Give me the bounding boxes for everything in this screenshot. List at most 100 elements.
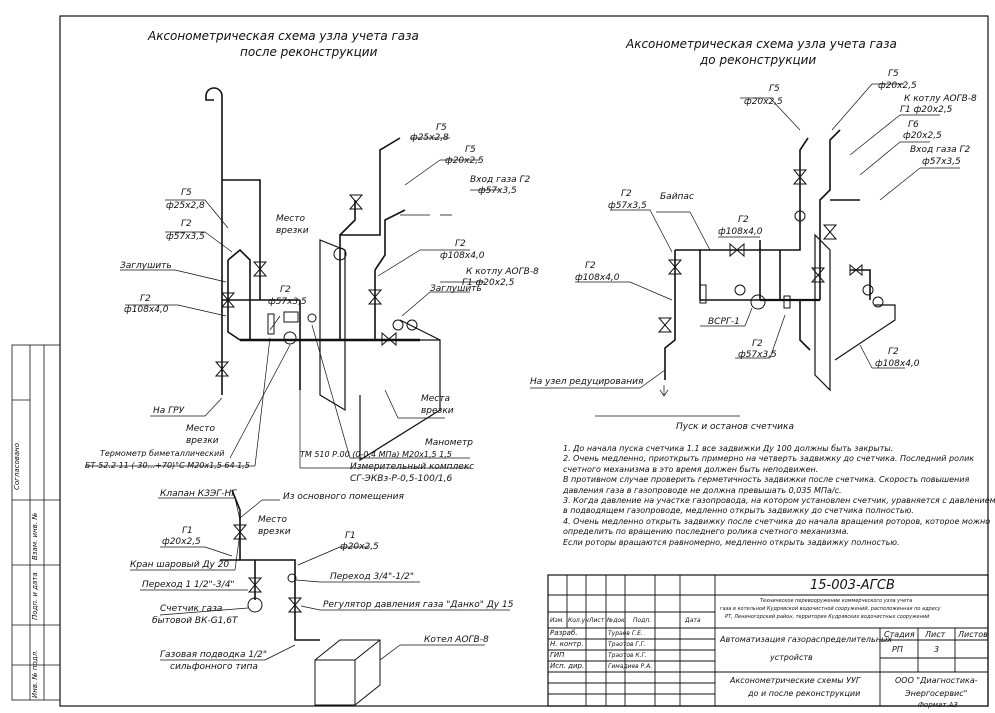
label-k-kotlu-g1: Г1 ф20х2,5 (462, 278, 515, 288)
scheme-boiler (220, 489, 381, 706)
label-g2-left-size: ф57х3,5 (166, 232, 205, 242)
title-after-line1: Аксонометрическая схема узла учета газа (148, 29, 419, 43)
tb-drawing-2: до и после реконструкции (748, 689, 861, 698)
leaders-before (530, 83, 960, 417)
label-vhod: Вход газа Г2 (470, 175, 531, 185)
procedure-line: в подводящем газопроводе, медленно откры… (563, 506, 914, 516)
label-g1-left: Г1 (182, 526, 193, 536)
label-podvodka-type: сильфонного типа (170, 662, 258, 672)
procedure-line: В противном случае проверить герметичнос… (563, 475, 970, 485)
tb-stage: РП (892, 645, 903, 654)
stamp-vzam: Взам. инв. № (31, 512, 39, 560)
label-podvodka: Газовая подводка 1/2" (160, 650, 267, 660)
label-g2-left: Г2 (181, 219, 192, 229)
label-mesto-b-a: Место (258, 515, 287, 525)
label-mesto1-a: Место (276, 214, 305, 224)
valves-after (214, 194, 418, 377)
label-perehod2: Переход 3/4"-1/2" (330, 572, 414, 582)
label-perehod1: Переход 1 1/2"-3/4" (142, 580, 235, 590)
procedure-line: 2. Очень медленно, приоткрыть примерно н… (563, 454, 975, 464)
label-kran: Кран шаровый Ду 20 (130, 560, 230, 570)
label-r-g5b: Г5 (888, 69, 899, 79)
label-mesto2-b: врезки (186, 436, 219, 446)
procedure-line: 4. Очень медленно открыть задвижку после… (563, 516, 991, 526)
label-g2-108-right-size: ф108х4,0 (440, 251, 485, 261)
scheme-before (664, 129, 896, 392)
label-r-k-kotlu: К котлу АОГВ-8 (904, 94, 977, 104)
tb-drawing-1: Аксонометрические схемы УУГ (730, 676, 861, 685)
label-na-gru: На ГРУ (153, 406, 185, 416)
label-r-g5a-size: ф20х2,5 (744, 97, 783, 107)
tb-header-podp: Подп. (633, 617, 652, 624)
label-bypass: Байпас (660, 192, 694, 202)
side-stamp-frame (11, 344, 61, 701)
label-g5: Г5 (436, 123, 447, 133)
label-mesto3-b: врезки (421, 406, 454, 416)
label-g1-right-size: ф20х2,5 (340, 542, 379, 552)
tb-name: Траотов К.Г. (608, 652, 647, 659)
valves-before (657, 169, 884, 333)
leaders-boiler (130, 497, 510, 661)
procedure-line: счетного механизма в это время должен бы… (563, 464, 819, 474)
scheme-after (205, 87, 452, 462)
label-kompleks: Измерительный комплекс (350, 462, 475, 472)
label-g1-left-size: ф20х2,5 (162, 537, 201, 547)
label-g2-mid-size: ф57х3,5 (268, 297, 307, 307)
label-kompleks-spec: СГ-ЭКВз-Р-0,5-100/1,6 (350, 474, 453, 484)
stamp-soglasovano: Согласовано (13, 442, 21, 490)
tb-role: Исп. дир. (550, 662, 585, 670)
tb-sheets-label: Листов (958, 630, 988, 639)
tb-header-koluch: Кол.уч (568, 617, 589, 624)
label-kotel: Котел АОГВ-8 (424, 635, 489, 645)
title-block-frame (547, 574, 989, 707)
label-regulator: Регулятор давления газа "Данко" Ду 15 (323, 600, 514, 610)
tb-role: ГИП (550, 651, 565, 659)
label-g5-b: Г5 (465, 145, 476, 155)
tb-format: Формат А3 (918, 701, 958, 709)
label-g2-108-left-size: ф108х4,0 (124, 305, 169, 315)
label-manometr-spec: ТМ 510 Р.00 (0-0,4 МПа) М20х1,5 1,5 (300, 450, 452, 459)
label-r-g6-size: ф20х2,5 (903, 131, 942, 141)
tb-stage-label: Стадия (884, 630, 915, 639)
tb-header-izm: Изм. (550, 617, 565, 624)
label-r-g2-108-left-size: ф108х4,0 (575, 273, 620, 283)
label-schetchik: Счетчик газа (160, 604, 223, 614)
label-schetchik-model: бытовой ВК-G1,6Т (152, 616, 238, 626)
label-r-g2-108-right-size: ф108х4,0 (875, 359, 920, 369)
label-zaglushka-right: Заглушить (430, 284, 482, 294)
label-na-uzel: На узел редуцирования (530, 377, 644, 387)
tb-org-2: Энергосервис" (905, 689, 968, 698)
title-before-line1: Аксонометрическая схема узла учета газа (626, 37, 897, 51)
label-r-g2-108-top-size: ф108х4,0 (718, 227, 763, 237)
label-klapan: Клапан КЗЭГ-НГ (160, 489, 237, 499)
label-g5-left: Г5 (181, 188, 192, 198)
label-r-g2-57b: Г2 (752, 339, 763, 349)
procedure-line: определить по вращению последнего ролика… (563, 527, 850, 537)
label-r-g2-108-left: Г2 (585, 261, 596, 271)
label-mesto2-a: Место (186, 424, 215, 434)
valves-boiler (232, 524, 303, 613)
stamp-inv: Инв. № подл. (31, 649, 39, 698)
stamp-podp: Подп. и дата (31, 572, 39, 620)
tb-name: Гимадиев Р.А. (608, 663, 653, 670)
label-g5-size: ф25х2,8 (410, 133, 449, 143)
label-r-g5b-size: ф20х2,5 (878, 81, 917, 91)
label-r-g2-57b-size: ф57х3,5 (738, 350, 777, 360)
tb-header-ndok: №док. (607, 617, 627, 624)
title-after-line2: после реконструкции (240, 45, 378, 59)
tb-role: Н. контр. (550, 640, 584, 648)
label-r-g5a: Г5 (769, 84, 780, 94)
label-termometr-spec: БТ-52.2 11 (-30...+70)°С М20х1,5 64 1,5 (85, 461, 250, 470)
label-r-g6: Г6 (908, 120, 919, 130)
procedure-line: 3. Когда давление на участке газопровода… (563, 495, 995, 505)
tb-sheet: 3 (934, 645, 940, 654)
tb-role: Разраб. (550, 629, 578, 637)
tb-header-list: Лист (589, 617, 605, 624)
tb-header-data: Дата (685, 617, 701, 624)
label-g2-108-right: Г2 (455, 239, 466, 249)
label-g2-108-left: Г2 (140, 294, 151, 304)
tb-name: Тураев Г.Е. (608, 630, 643, 637)
procedure-title: Пуск и останов счетчика (676, 422, 794, 432)
label-g5-left-size: ф25х2,8 (166, 201, 205, 211)
